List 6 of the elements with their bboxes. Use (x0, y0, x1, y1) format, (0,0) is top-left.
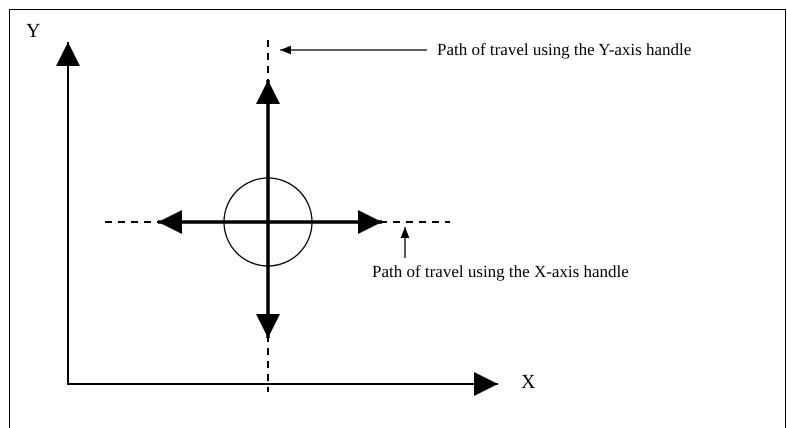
leader-arrow (400, 227, 410, 258)
callout-text: Path of travel using the X-axis handle (372, 262, 629, 282)
axis-label: Y (26, 20, 40, 42)
leader-arrow (280, 46, 427, 54)
axis-label: X (521, 371, 536, 393)
callout-text: Path of travel using the Y-axis handle (437, 40, 692, 60)
